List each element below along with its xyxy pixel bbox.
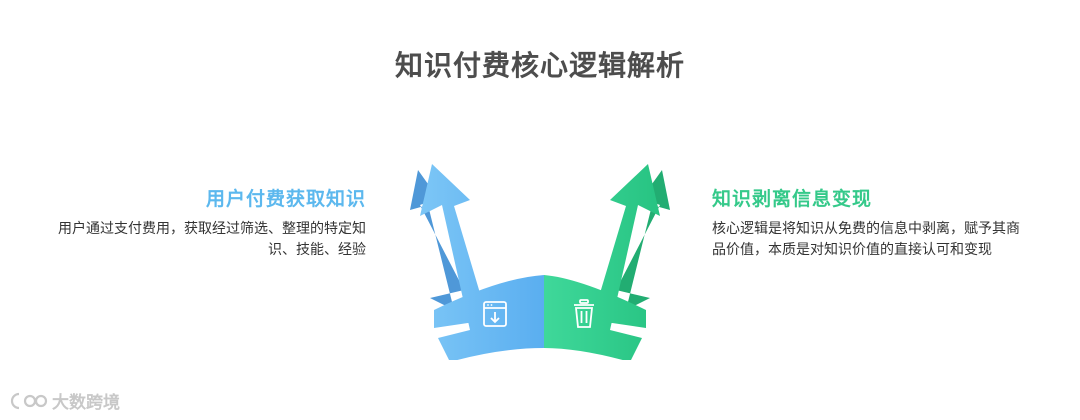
left-heading: 用户付费获取知识 — [46, 184, 366, 211]
right-description: 核心逻辑是将知识从免费的信息中剥离，赋予其商品价值，本质是对知识价值的直接认可和… — [712, 219, 1022, 261]
left-text-block: 用户付费获取知识 用户通过支付费用，获取经过筛选、整理的特定知识、技能、经验 — [46, 184, 366, 261]
right-arrow — [544, 164, 670, 360]
page-title: 知识付费核心逻辑解析 — [0, 44, 1080, 84]
watermark: 大数跨境 — [10, 388, 120, 413]
right-heading: 知识剥离信息变现 — [712, 184, 1022, 211]
right-text-block: 知识剥离信息变现 核心逻辑是将知识从免费的信息中剥离，赋予其商品价值，本质是对知… — [712, 184, 1022, 261]
watermark-text: 大数跨境 — [52, 388, 120, 413]
left-arrow — [410, 164, 544, 360]
split-arrow-diagram — [380, 150, 700, 360]
watermark-logo-icon — [10, 390, 48, 412]
left-description: 用户通过支付费用，获取经过筛选、整理的特定知识、技能、经验 — [46, 219, 366, 261]
